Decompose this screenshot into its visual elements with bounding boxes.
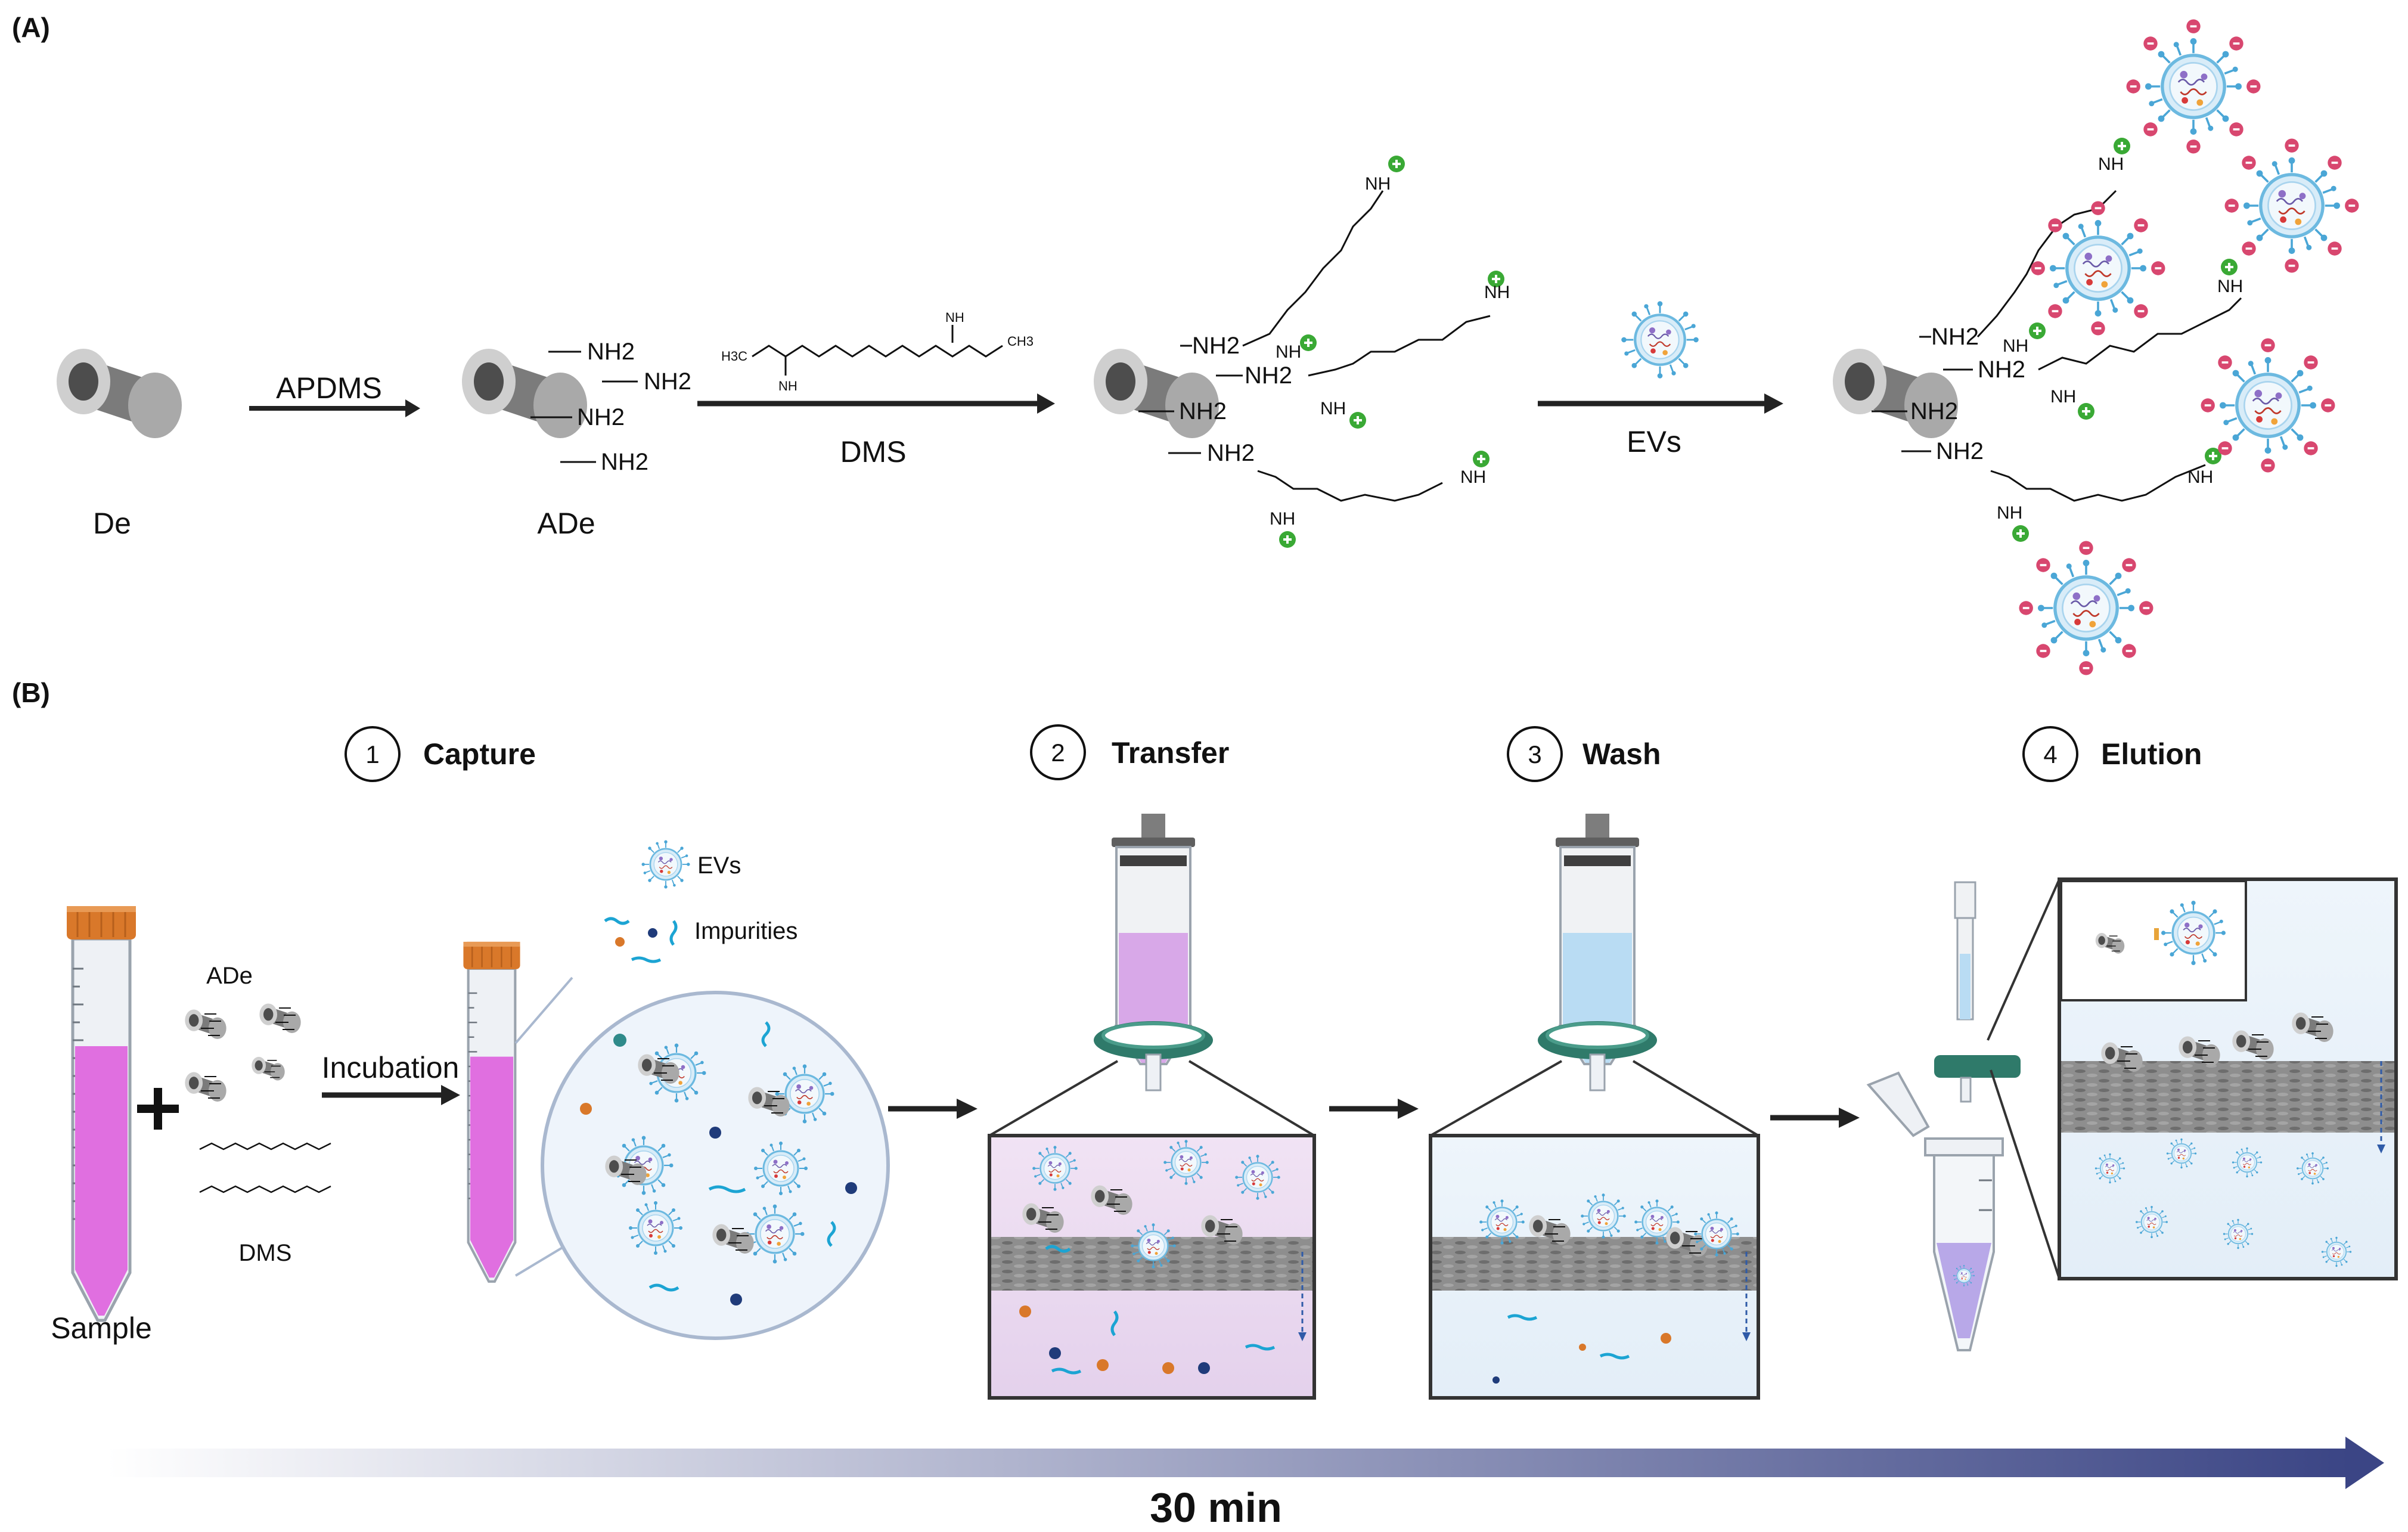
captured-bonds [1872,336,1973,452]
cap-nh2-1: NH2 [1931,324,1979,350]
incubated-tube [463,941,521,1282]
sample-tube [66,905,137,1320]
fd-nh-1: NH [1365,174,1391,194]
legend-impurities-label: Impurities [694,918,798,944]
arrow-to-transfer [888,1099,978,1119]
fd-nh2-1: NH2 [1192,333,1240,359]
cap-nh-1: NH [2098,154,2124,174]
fd-nh2-2: NH2 [1245,362,1292,389]
captured-linkers [1976,190,2242,502]
legend-ev-icon [641,839,691,889]
evs-label: EVs [1627,425,1681,458]
cap-nh-3: NH [2050,387,2076,407]
step-4-title: Elution [2101,737,2202,771]
step-3-number: 3 [1528,740,1541,768]
wash-zoom-lines [1430,1060,1760,1137]
fd-nh2-4: NH2 [1207,440,1255,466]
time-label: 30 min [1150,1484,1282,1529]
elution-zoom-lines [1987,879,2061,1279]
functionalized-bonds [1138,345,1243,454]
transfer-zoom-box [988,1134,1316,1400]
sample-label: Sample [51,1311,152,1345]
transfer-zoom-lines [988,1060,1315,1137]
ade-nh2-1: NH2 [587,339,635,365]
dms-label: DMS [840,435,906,469]
incubation-arrow [322,1085,460,1105]
ev-icon-over-arrow [1621,301,1699,379]
step-4-number: 4 [2043,740,2057,768]
transfer-filter [1094,1021,1213,1090]
linker-chains [1242,190,1491,502]
dms-arrow [697,393,1055,414]
legend-impurities-icons [604,917,678,963]
dms-nh-bottom: NH [778,379,798,393]
step-1-header: 1 Capture [345,726,536,782]
cap-nh-5: NH [2187,467,2213,487]
ade-device [462,349,587,438]
step-1-title: Capture [423,737,536,771]
elution-zoom-box [2058,877,2398,1280]
cap-nh-4: NH [2217,277,2243,296]
capture-zoom-circle [541,991,890,1340]
ade-nh2-3: NH2 [577,404,625,430]
dms-h3c: H3C [721,349,747,364]
arrow-to-elution [1770,1108,1860,1128]
evs-arrow [1538,393,1783,414]
fd-nh-2: NH [1276,342,1301,362]
wash-zoom-box [1429,1134,1760,1400]
step-3-header: 3 Wash [1507,726,1661,782]
reagent-dms-label: DMS [239,1240,292,1266]
captured-evs [2019,19,2359,675]
fd-nh-5: NH [1460,467,1486,487]
fd-nh-6: NH [1270,509,1295,529]
fd-nh-4: NH [1484,283,1510,302]
wash-filter [1538,1021,1657,1090]
step-2-title: Transfer [1112,736,1229,770]
captured-device [1833,349,1958,438]
dms-ch3: CH3 [1007,334,1034,349]
dms-nh-top: NH [945,310,964,325]
fd-nh-3: NH [1320,399,1346,418]
cap-nh2-3: NH2 [1910,398,1958,424]
reagent-ade-devices [185,1004,300,1102]
reagent-ade-label: ADe [206,963,253,989]
step-2-header: 2 Transfer [1030,724,1229,780]
ade-nh2-2: NH2 [644,368,691,395]
cap-nh2-4: NH2 [1936,438,1984,464]
plus-sign [137,1088,179,1130]
legend-evs-label: EVs [697,852,741,879]
cap-nh2-2: NH2 [1978,356,2025,383]
reagent-dms-molecules [199,1142,331,1193]
panel-b-tag: (B) [12,677,50,708]
step-1-number: 1 [365,740,379,768]
arrow-to-wash [1329,1099,1419,1119]
ade-nh2-4: NH2 [601,449,648,475]
cap-nh-2: NH [2003,336,2028,356]
cap-nh-6: NH [1997,503,2022,523]
de-label: De [93,507,131,540]
microcentrifuge-tube [1866,1071,2004,1351]
panel-a-tag: (A) [12,12,50,43]
elution-pipette [1934,881,2021,1103]
apdms-arrow [249,399,420,417]
fd-nh2-3: NH2 [1179,398,1227,424]
ade-label: ADe [537,507,595,540]
de-device [57,349,182,438]
step-2-number: 2 [1051,739,1065,767]
step-4-header: 4 Elution [2022,726,2202,782]
ade-amine-bonds [530,351,638,463]
apdms-label: APDMS [276,371,382,405]
incubation-label: Incubation [322,1051,460,1084]
functionalized-device [1094,349,1219,438]
step-3-title: Wash [1582,737,1661,771]
dms-molecule [752,325,1003,376]
time-arrow [107,1437,2384,1489]
